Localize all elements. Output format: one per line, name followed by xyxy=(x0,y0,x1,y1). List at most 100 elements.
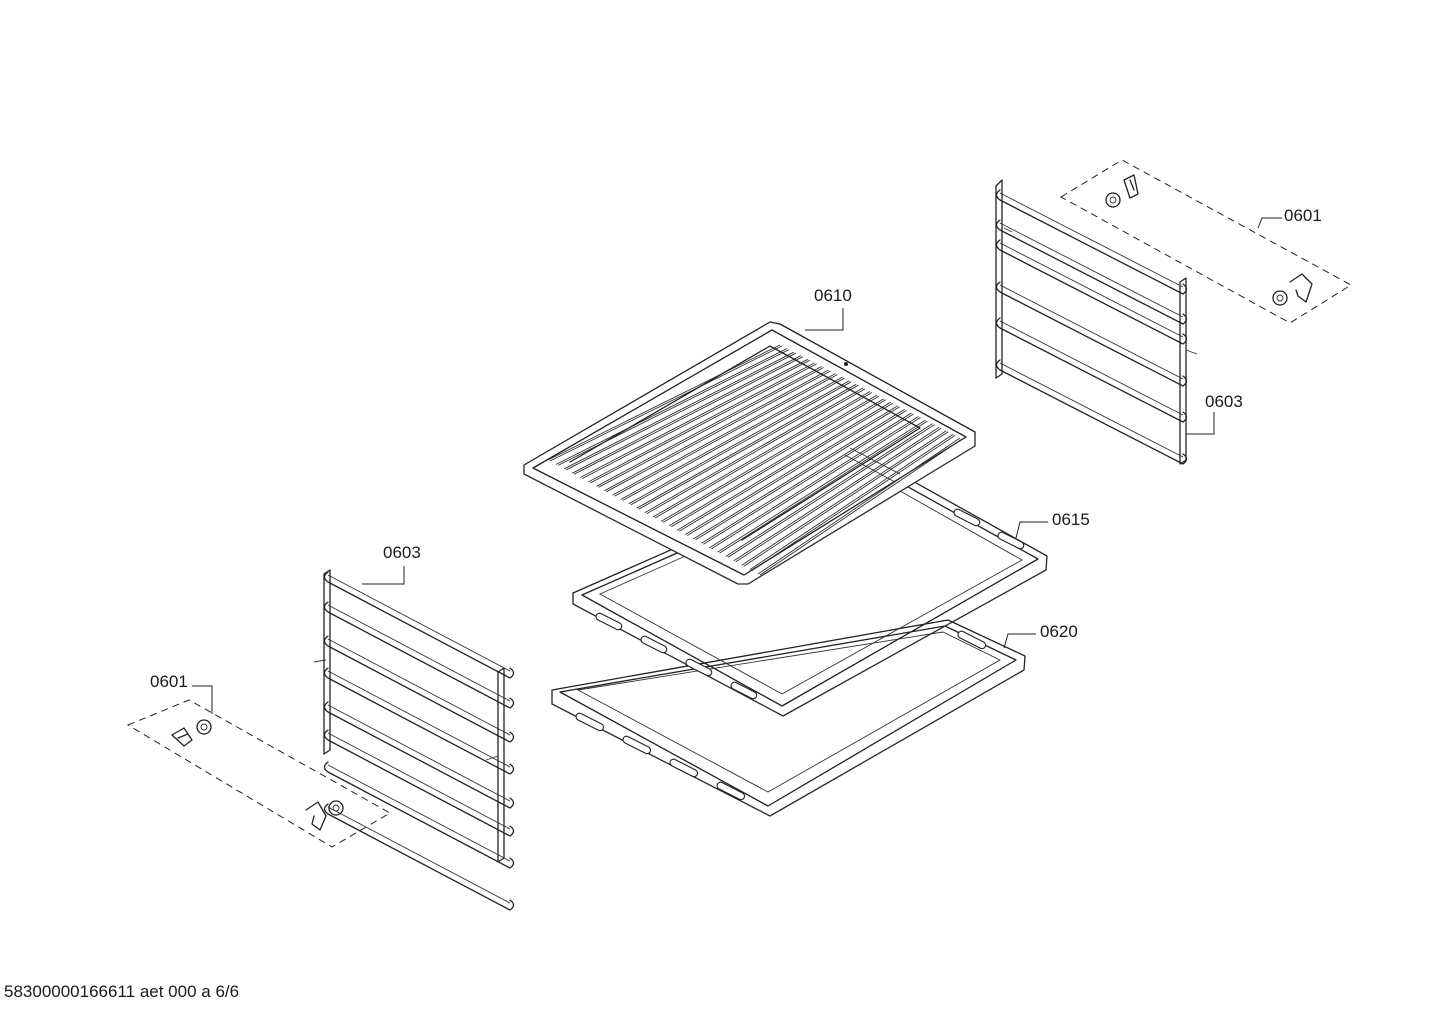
rack-bars xyxy=(547,344,963,576)
part-label-0610: 0610 xyxy=(814,286,852,305)
rail-right-bars xyxy=(995,189,1188,465)
wire xyxy=(995,219,1188,325)
wire xyxy=(678,402,894,532)
wire xyxy=(580,358,808,478)
wire xyxy=(646,388,866,514)
side-rail-right xyxy=(995,179,1198,465)
wire-rack xyxy=(523,321,976,585)
wire xyxy=(614,374,838,497)
wire xyxy=(709,416,919,549)
wire xyxy=(703,413,914,545)
wire xyxy=(327,704,511,802)
part-label-0601-bottom: 0601 xyxy=(150,672,188,691)
wire xyxy=(323,635,515,743)
wire xyxy=(323,571,515,679)
wire xyxy=(749,434,954,570)
wire xyxy=(327,764,511,862)
pin-clip-icon xyxy=(1272,273,1313,306)
part-label-0620: 0620 xyxy=(1040,622,1078,641)
wire xyxy=(606,370,831,493)
wire xyxy=(695,410,907,541)
wire xyxy=(660,394,878,522)
wire xyxy=(636,383,857,509)
wire xyxy=(725,423,933,557)
rail-pin-group-bottom xyxy=(126,699,392,848)
wire xyxy=(620,376,843,500)
rail-left-bars xyxy=(323,571,515,911)
wire xyxy=(687,406,900,536)
wire xyxy=(654,392,873,519)
wire xyxy=(598,367,824,488)
wire xyxy=(999,362,1184,458)
wire xyxy=(547,344,781,461)
wire xyxy=(999,320,1184,416)
wire xyxy=(995,281,1188,387)
wire xyxy=(662,395,880,523)
wire xyxy=(630,381,852,506)
part-label-0601-top: 0601 xyxy=(1284,206,1322,225)
wire xyxy=(995,239,1188,345)
wire xyxy=(571,355,802,474)
wire xyxy=(323,729,515,837)
part-label-0615: 0615 xyxy=(1052,510,1090,529)
wire xyxy=(693,409,905,540)
wire xyxy=(711,417,921,550)
wire xyxy=(582,359,810,479)
wire xyxy=(999,222,1184,318)
wire xyxy=(995,317,1188,423)
wire xyxy=(604,369,829,492)
document-footer: 58300000166611 aet 000 a 6/6 xyxy=(4,982,240,1001)
wire xyxy=(652,391,871,518)
wire xyxy=(612,373,836,496)
wire xyxy=(323,761,515,869)
wire xyxy=(323,667,515,775)
wire xyxy=(743,431,949,567)
wire xyxy=(327,604,511,702)
wire xyxy=(741,430,947,566)
wire xyxy=(717,419,926,553)
wire xyxy=(628,380,850,505)
wire xyxy=(685,405,898,535)
side-rail-left xyxy=(313,569,515,911)
wire xyxy=(644,387,864,513)
wire xyxy=(759,438,963,576)
wire xyxy=(327,574,511,672)
wire xyxy=(676,401,892,531)
wire xyxy=(638,384,859,510)
pin-clip-icon xyxy=(305,800,344,831)
wire xyxy=(995,359,1188,465)
wire xyxy=(733,426,940,562)
part-label-0603-right: 0603 xyxy=(1205,392,1243,411)
wire xyxy=(999,192,1184,288)
pin-clip-icon xyxy=(171,719,212,747)
wire xyxy=(590,363,817,484)
leader-lines xyxy=(192,217,1282,714)
wire xyxy=(573,356,804,475)
wire xyxy=(999,284,1184,380)
wire xyxy=(719,420,928,554)
wire xyxy=(735,427,942,563)
wire xyxy=(727,424,935,558)
pin-clip-icon xyxy=(1105,174,1139,208)
wire xyxy=(701,412,912,544)
wire xyxy=(995,189,1188,295)
pan-slots xyxy=(575,630,987,801)
wire xyxy=(327,670,511,768)
wire xyxy=(670,399,887,528)
part-label-0603-left: 0603 xyxy=(383,543,421,562)
wire xyxy=(596,366,822,487)
rail-pin-group-top xyxy=(1060,159,1352,324)
wire xyxy=(588,362,815,483)
wire xyxy=(327,806,511,904)
wire xyxy=(999,242,1184,338)
wire xyxy=(751,435,956,571)
wire xyxy=(565,352,797,471)
wire xyxy=(323,601,515,709)
wire xyxy=(563,351,795,470)
wire xyxy=(757,437,961,575)
wire xyxy=(327,732,511,830)
wire xyxy=(555,348,788,465)
wire xyxy=(323,701,515,809)
tray-slots xyxy=(595,508,1025,700)
